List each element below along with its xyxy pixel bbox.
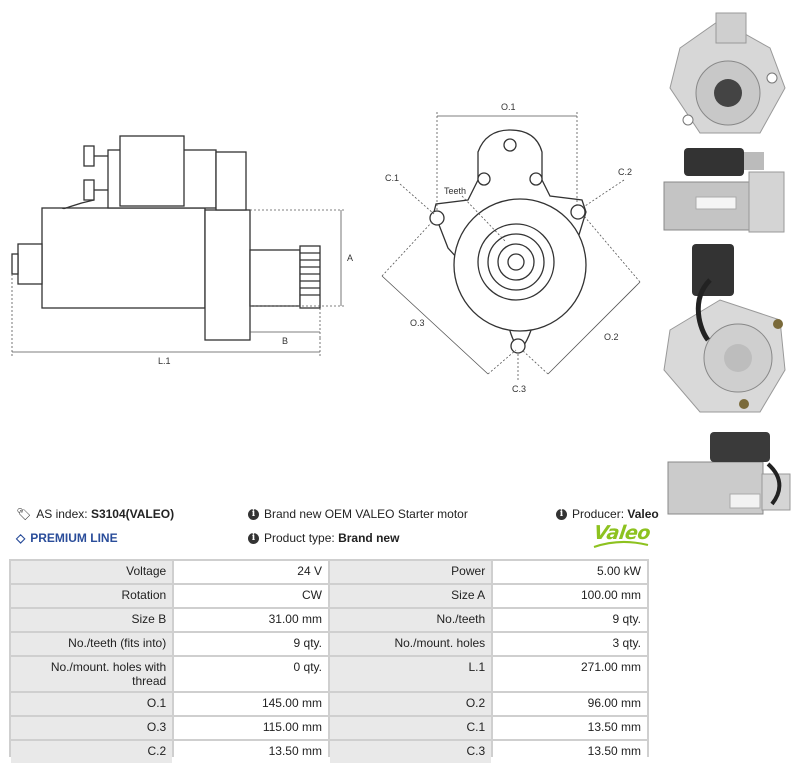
dim-b-label: B [282, 336, 288, 346]
tag-icon: 🏷 [16, 507, 32, 521]
dim-c1-label: C.1 [385, 173, 399, 183]
spec-value: 115.00 mm [174, 717, 328, 739]
spec-key: C.3 [329, 741, 492, 763]
spec-key: O.3 [11, 717, 173, 739]
spec-value: 13.50 mm [493, 717, 647, 739]
spec-value: 271.00 mm [493, 657, 647, 691]
dim-o3-label: O.3 [410, 318, 425, 328]
product-photo-top [667, 432, 791, 515]
spec-value: 31.00 mm [174, 609, 328, 631]
spec-value: 96.00 mm [493, 693, 647, 715]
dim-o2-label: O.2 [604, 332, 619, 342]
side-view-dimensions [11, 209, 345, 358]
spec-value: 5.00 kW [493, 561, 647, 583]
spec-key: L.1 [329, 657, 492, 691]
producer-row: i Producer: Valeo [556, 507, 659, 521]
info-icon: i [248, 508, 259, 520]
premium-line-badge: ◇ PREMIUM LINE [16, 531, 118, 545]
info-icon: i [248, 532, 259, 544]
table-row: No./teeth (fits into)9 qty.No./mount. ho… [11, 633, 647, 655]
spec-value: 9 qty. [174, 633, 328, 655]
spec-value: 9 qty. [493, 609, 647, 631]
as-index-value: S3104(VALEO) [90, 507, 175, 521]
spec-key: Voltage [11, 561, 173, 583]
side-view-drawing [11, 135, 321, 341]
spec-key: No./teeth (fits into) [11, 633, 173, 655]
as-index-row: 🏷 AS index: S3104(VALEO) [16, 507, 174, 521]
dim-a-label: A [347, 253, 353, 263]
dim-o1-label: O.1 [501, 102, 516, 112]
spec-value: 100.00 mm [493, 585, 647, 607]
spec-key: No./mount. holes [329, 633, 492, 655]
spec-value: 24 V [174, 561, 328, 583]
spec-key: C.1 [329, 717, 492, 739]
spec-key: Rotation [11, 585, 173, 607]
front-view-drawing [429, 129, 587, 354]
spec-key: O.2 [329, 693, 492, 715]
as-index-label: AS index: [36, 507, 88, 521]
product-type-row: i Product type: Brand new [248, 531, 399, 545]
description-text: Brand new OEM VALEO Starter motor [264, 507, 468, 521]
spec-value: 13.50 mm [493, 741, 647, 763]
technical-drawings: A B L.1 O.1 C.1 C.2 Teeth O.3 O.2 C.3 [11, 102, 641, 394]
diamond-icon: ◇ [16, 531, 26, 545]
producer-value: Valeo [627, 507, 659, 521]
spec-key: O.1 [11, 693, 173, 715]
dim-c3-label: C.3 [512, 384, 526, 394]
spec-value: 13.50 mm [174, 741, 328, 763]
product-photo-angle [663, 244, 786, 413]
product-type-label: Product type: [264, 531, 335, 545]
valeo-logo-swoosh [593, 541, 649, 548]
product-type-value: Brand new [338, 531, 400, 545]
spec-key: Power [329, 561, 492, 583]
dim-l1-label: L.1 [158, 356, 171, 366]
description-row: i Brand new OEM VALEO Starter motor [248, 507, 468, 521]
spec-key: Size A [329, 585, 492, 607]
producer-label: Producer: [572, 507, 625, 521]
spec-value: CW [174, 585, 328, 607]
spec-value: 0 qty. [174, 657, 328, 691]
dim-c2-label: C.2 [618, 167, 632, 177]
spec-key: C.2 [11, 741, 173, 763]
spec-key: No./teeth [329, 609, 492, 631]
spec-value: 145.00 mm [174, 693, 328, 715]
dim-teeth-label: Teeth [444, 186, 466, 196]
info-icon: i [556, 508, 567, 520]
product-photo-side [663, 148, 785, 233]
spec-value: 3 qty. [493, 633, 647, 655]
spec-key: Size B [11, 609, 173, 631]
spec-key: No./mount. holes with thread [11, 657, 173, 691]
premium-line-text: PREMIUM LINE [30, 531, 118, 545]
product-photo-front [669, 12, 786, 134]
front-view-dimensions [381, 112, 641, 382]
